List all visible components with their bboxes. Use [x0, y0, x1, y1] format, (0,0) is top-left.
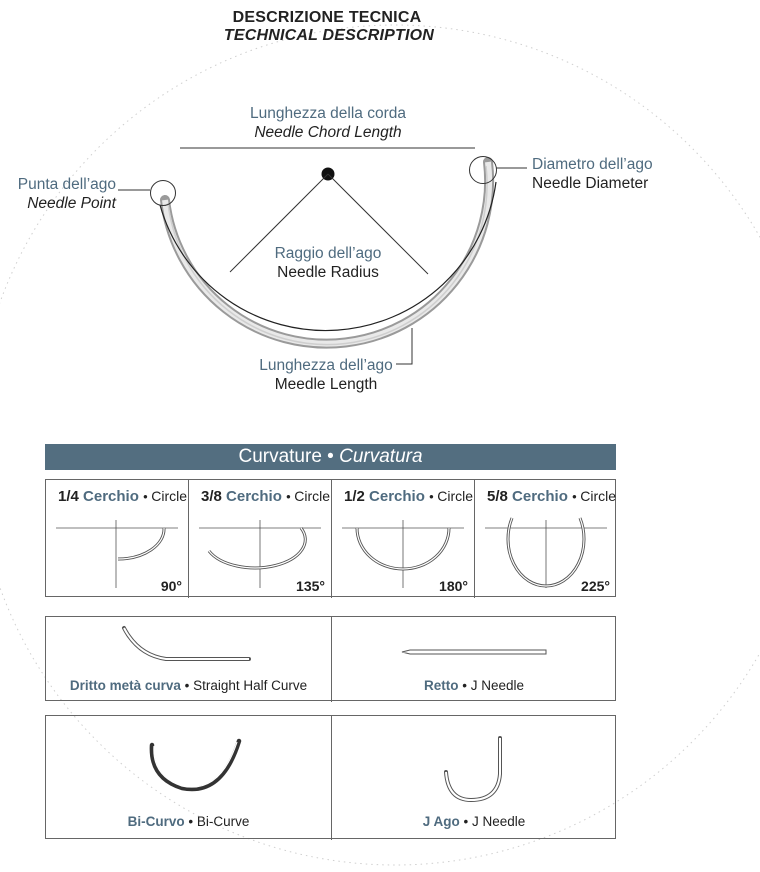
curvature-fraction: 3/8 — [201, 488, 222, 505]
shape-caption-sep: • — [459, 814, 472, 829]
curvature-cell-title: 3/8 Cerchio • Circle — [201, 488, 330, 505]
curvature-degrees: 135° — [296, 578, 325, 594]
length-label: Lunghezza dell’ago Meedle Length — [226, 356, 426, 394]
shape-caption-it: J Ago — [422, 814, 460, 829]
shapes-bottom-drawings — [149, 716, 502, 840]
shape-caption-sep: • — [184, 814, 197, 829]
curvature-word-en: Circle — [437, 488, 474, 504]
shape-caption-it: Bi-Curvo — [127, 814, 185, 829]
curvature-cell-five-eighths: 5/8 Cerchio • Circle 225° — [475, 480, 616, 598]
diameter-label: Diametro dell’ago Needle Diameter — [532, 155, 653, 193]
curvature-sep: • — [572, 489, 581, 504]
radius-label: Raggio dell’ago Needle Radius — [228, 244, 428, 282]
shapes-table-bottom: Bi-Curvo • Bi-Curve J Ago • J Needle — [45, 715, 616, 840]
curvature-word-it: Cerchio — [226, 488, 282, 505]
curvature-word-en: Circle — [294, 488, 331, 504]
curvature-degrees: 90° — [160, 578, 182, 594]
header-title-it: DESCRIZIONE TECNICA — [232, 9, 422, 26]
curvature-sep: • — [143, 489, 152, 504]
quarter-circle-needle — [56, 520, 178, 588]
curvature-cell-half: 1/2 Cerchio • Circle 180° — [332, 480, 474, 598]
header-title-en: TECHNICAL DESCRIPTION — [223, 27, 435, 44]
shape-caption-en: Bi-Curve — [196, 814, 250, 829]
shape-caption-straight-half-curve: Dritto metà curva • Straight Half Curve — [46, 678, 331, 693]
length-arc — [159, 181, 497, 332]
five-eighths-circle-needle — [485, 517, 607, 588]
shape-caption-sep: • — [180, 678, 194, 693]
needle-point-circle — [150, 180, 176, 206]
radius-label-en: Needle Radius — [277, 264, 379, 281]
curvature-cell-title: 5/8 Cerchio • Circle — [487, 488, 616, 505]
curvature-banner-en: Curvature — [238, 446, 322, 467]
length-label-en: Meedle Length — [274, 376, 378, 393]
point-label: Punta dell’ago Needle Point — [0, 175, 116, 213]
curvature-word-en: Circle — [151, 488, 188, 504]
curvature-drawings — [56, 480, 607, 598]
shape-caption-bi-curve: Bi-Curvo • Bi-Curve — [46, 814, 331, 829]
shape-caption-sep: • — [458, 678, 471, 693]
curvature-cell-title: 1/2 Cerchio • Circle — [344, 488, 473, 505]
curvature-fraction: 1/2 — [344, 488, 365, 505]
shape-caption-en: Straight Half Curve — [193, 678, 308, 693]
shapes-table-top: Dritto metà curva • Straight Half Curve … — [45, 616, 616, 702]
curvature-sep: • — [286, 489, 295, 504]
point-label-en: Needle Point — [27, 195, 116, 212]
diameter-label-it: Diametro dell’ago — [532, 156, 653, 173]
needle-diameter-circle — [469, 156, 497, 184]
shapes-top-drawings — [122, 617, 547, 702]
chord-label-it: Lunghezza della corda — [250, 105, 406, 122]
j-hook-needle — [444, 736, 502, 803]
shape-caption-en: J Needle — [471, 814, 526, 829]
curvature-fraction: 5/8 — [487, 488, 508, 505]
bi-curve-needle — [149, 738, 242, 792]
chord-label-en: Needle Chord Length — [254, 124, 402, 141]
shape-caption-it: Retto — [423, 678, 459, 693]
radius-label-it: Raggio dell’ago — [274, 245, 382, 262]
curvature-word-it: Cerchio — [369, 488, 425, 505]
radius-line-right — [327, 173, 429, 275]
curvature-word-it: Cerchio — [83, 488, 139, 505]
straight-half-curve-needle — [122, 626, 251, 661]
curvature-banner: Curvature • Curvatura — [45, 444, 616, 470]
straight-needle — [401, 649, 547, 655]
curvature-sep: • — [429, 489, 438, 504]
curvature-banner-sep: • — [321, 446, 340, 467]
curvature-degrees: 180° — [439, 578, 468, 594]
point-label-it: Punta dell’ago — [17, 176, 116, 193]
shape-caption-j-ago: J Ago • J Needle — [332, 814, 616, 829]
curvature-banner-it: Curvatura — [339, 446, 423, 467]
radius-line-left — [229, 173, 329, 273]
length-label-it: Lunghezza dell’ago — [259, 357, 393, 374]
half-circle-needle — [342, 520, 464, 588]
curvature-cell-quarter: 1/4 Cerchio • Circle 90° — [46, 480, 188, 598]
shape-caption-it: Dritto metà curva — [69, 678, 181, 693]
shape-caption-retto: Retto • J Needle — [332, 678, 616, 693]
curvature-word-it: Cerchio — [512, 488, 568, 505]
chord-label: Lunghezza della corda Needle Chord Lengt… — [228, 104, 428, 142]
curvature-word-en: Circle — [580, 488, 617, 504]
three-eighths-circle-needle — [199, 520, 321, 588]
curvature-degrees: 225° — [581, 578, 610, 594]
curvature-table: 1/4 Cerchio • Circle 90° 3/8 Cerchio • C… — [45, 479, 616, 598]
curvature-cell-three-eighths: 3/8 Cerchio • Circle 135° — [189, 480, 331, 598]
curvature-fraction: 1/4 — [58, 488, 79, 505]
length-leader — [396, 328, 413, 365]
shape-caption-en: J Needle — [470, 678, 525, 693]
diameter-label-en: Needle Diameter — [532, 175, 649, 192]
curvature-cell-title: 1/4 Cerchio • Circle — [58, 488, 187, 505]
